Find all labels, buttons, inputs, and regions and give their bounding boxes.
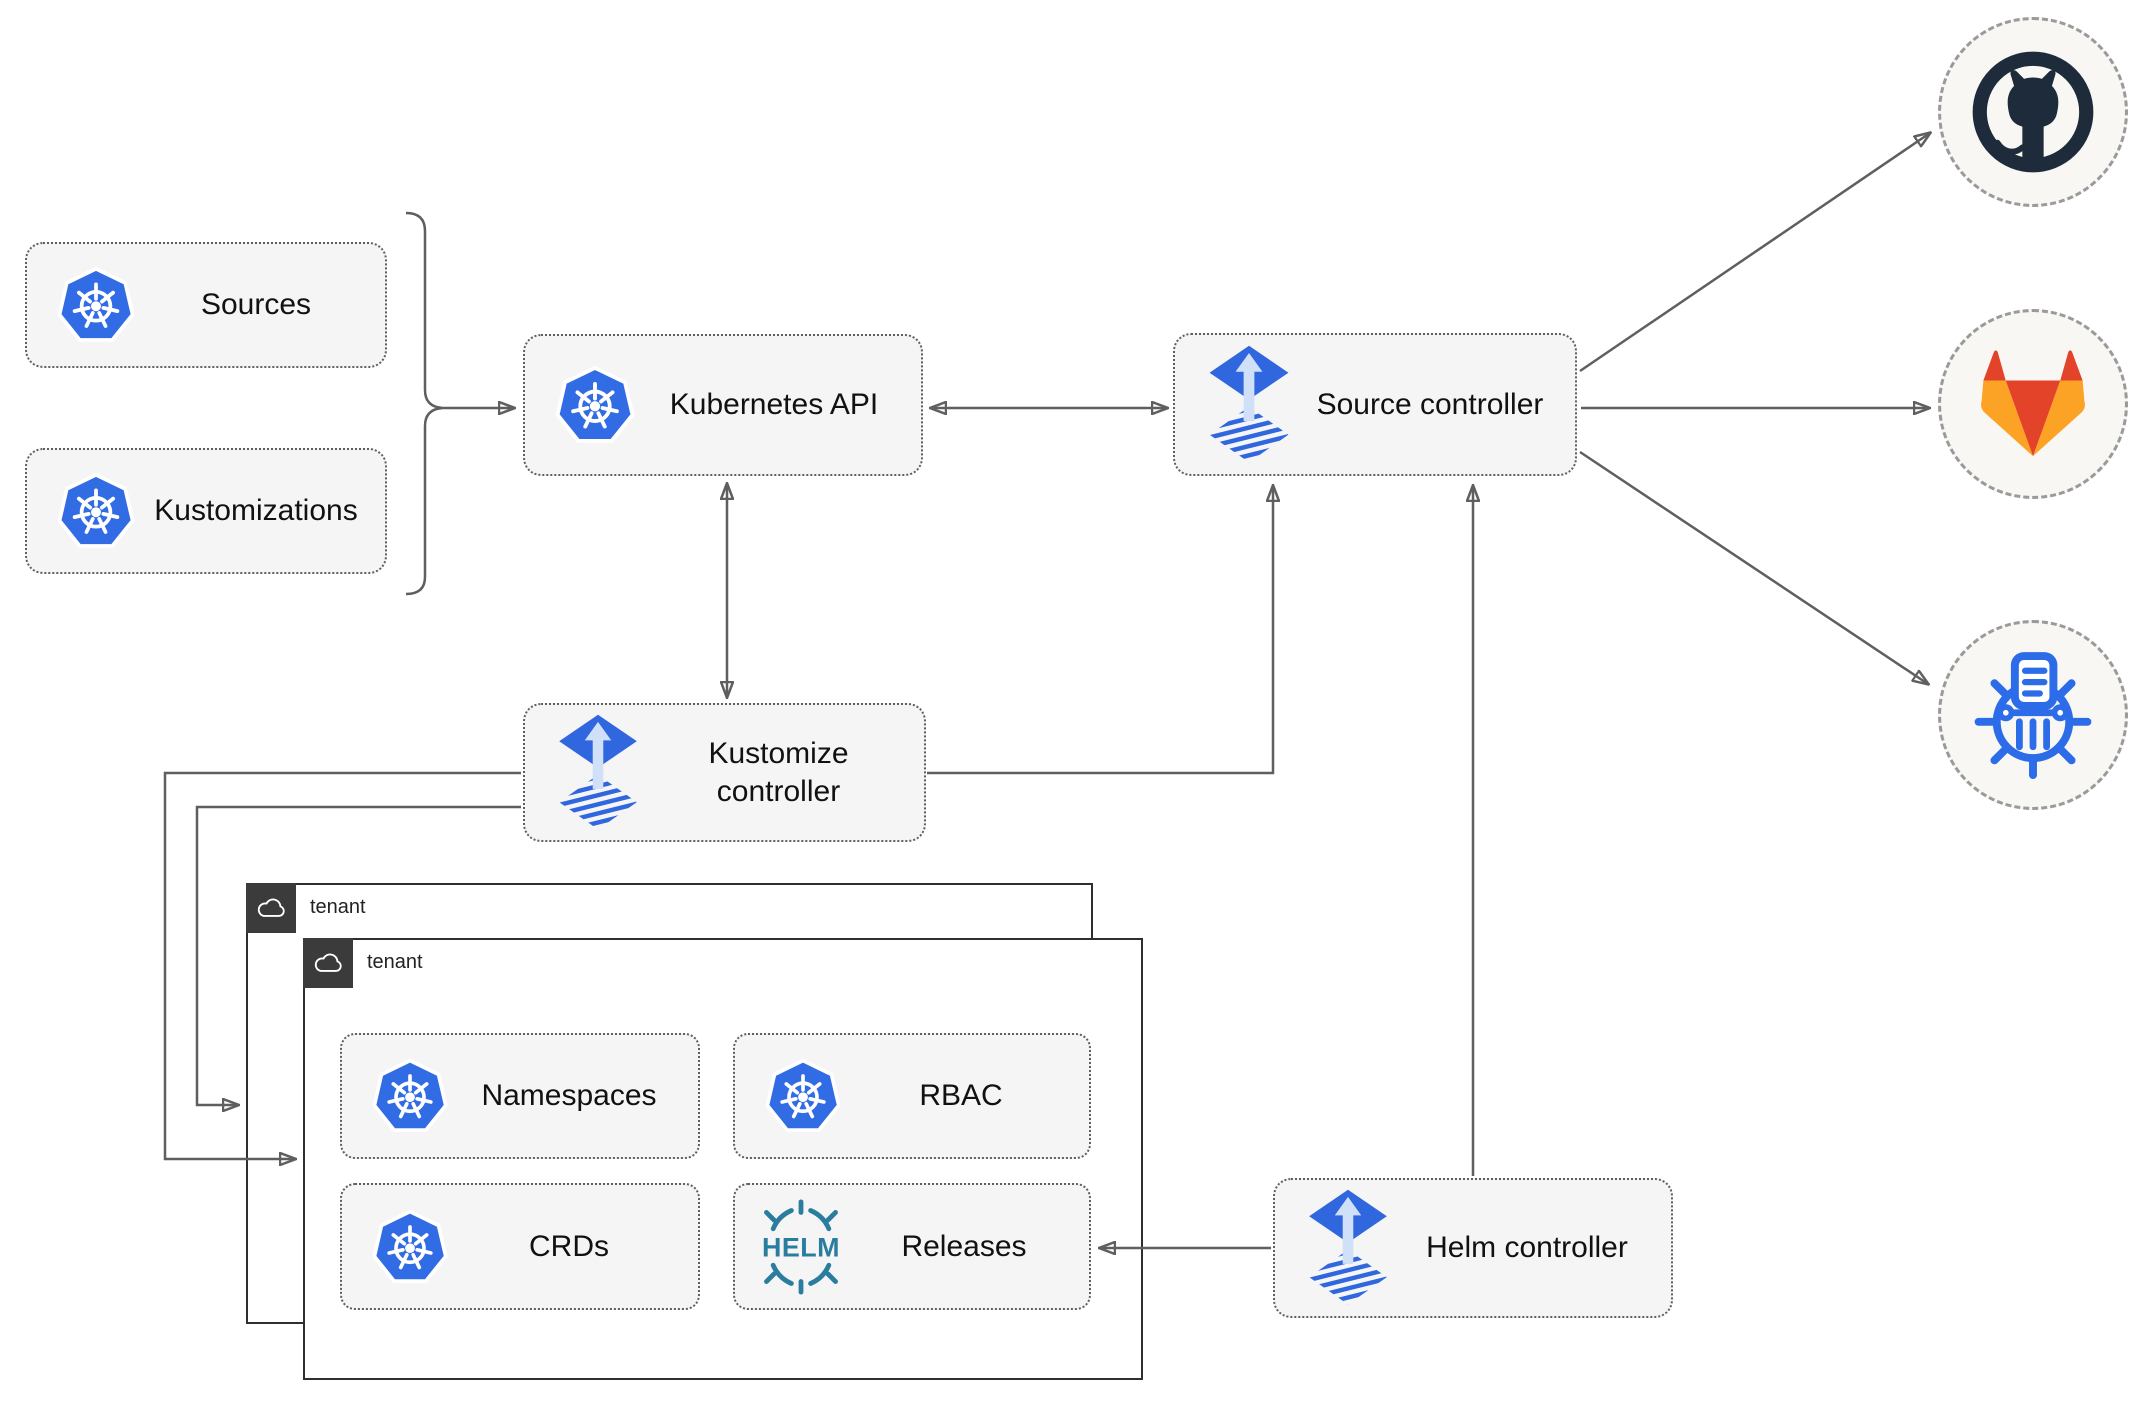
helm-logo-text: HELM: [762, 1232, 840, 1262]
edge-source-controller-to-helm-repository: [1579, 450, 1928, 684]
node-label: Source controller: [1316, 387, 1544, 421]
cloud-icon: [246, 883, 296, 933]
flux-icon: [1203, 344, 1295, 466]
node-label: CRDs: [529, 1229, 609, 1263]
node-rbac: RBAC: [733, 1033, 1091, 1159]
node-label: Sources: [200, 288, 312, 322]
node-kustomize-controller: Kustomize controller: [523, 703, 926, 842]
kubernetes-icon: [763, 1057, 843, 1135]
github-octocat-icon: [1962, 41, 2104, 183]
node-label: Kustomizations: [154, 494, 358, 528]
flux-icon: [553, 713, 643, 833]
tenant-label: tenant: [367, 951, 423, 973]
node-helm-controller: Helm controller: [1273, 1178, 1673, 1318]
node-source-controller: Source controller: [1173, 333, 1577, 476]
kubernetes-icon: [55, 471, 137, 551]
brace-sources-group: [405, 211, 444, 596]
node-label: Helm controller: [1426, 1231, 1628, 1265]
kubernetes-icon: [370, 1057, 450, 1135]
node-crds: CRDs: [340, 1183, 700, 1310]
kubernetes-icon: [553, 364, 637, 446]
node-namespaces: Namespaces: [340, 1033, 700, 1159]
github-endpoint: [1938, 17, 2128, 207]
tenant-label: tenant: [310, 896, 366, 918]
flux-icon: [1303, 1188, 1393, 1308]
tenant-box-front: tenant: [303, 938, 1143, 1380]
helm-repository-icon: [1965, 647, 2101, 783]
node-label: Namespaces: [481, 1079, 657, 1113]
gitlab-endpoint: [1938, 309, 2128, 499]
cloud-icon: [303, 938, 353, 988]
node-label: Kustomize controller: [708, 737, 849, 808]
edge-kustomize-to-source-controller: [927, 486, 1273, 775]
helm-repository-endpoint: [1938, 620, 2128, 810]
node-label: RBAC: [919, 1079, 1003, 1113]
node-kubernetes-api: Kubernetes API: [523, 334, 923, 476]
edge-source-controller-to-github: [1579, 133, 1930, 373]
node-sources: Sources: [25, 242, 387, 368]
helm-logo-icon: HELM: [753, 1198, 849, 1295]
kubernetes-icon: [55, 265, 137, 345]
node-label: Kubernetes API: [669, 388, 879, 422]
node-kustomizations: Kustomizations: [25, 448, 387, 574]
node-releases: HELM Releases: [733, 1183, 1091, 1310]
node-label: Releases: [901, 1229, 1027, 1263]
gitlab-tanuki-icon: [1971, 348, 2095, 460]
kubernetes-icon: [370, 1208, 450, 1286]
